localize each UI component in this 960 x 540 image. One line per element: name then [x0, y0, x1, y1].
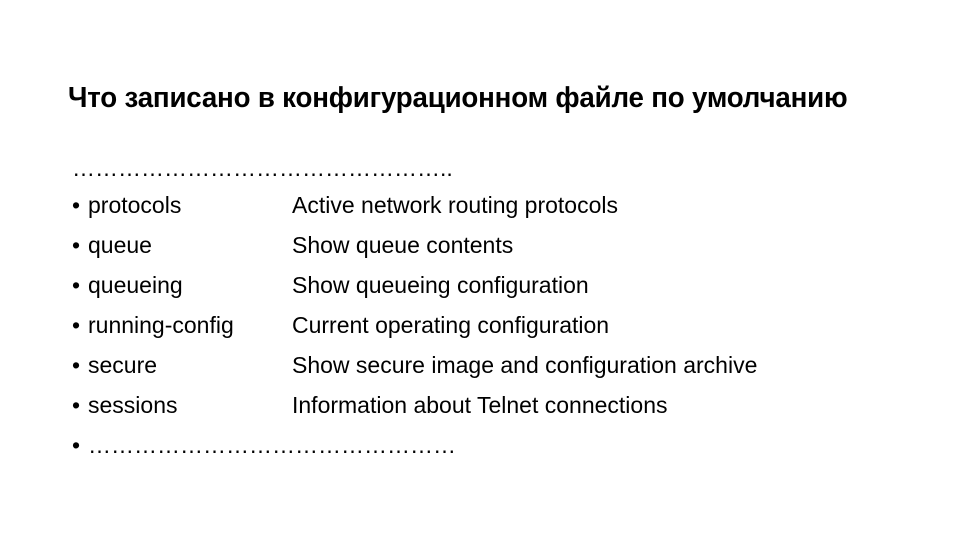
bullet-icon: • [72, 192, 81, 218]
command-description: Active network routing protocols [292, 192, 618, 218]
bullet-icon: • [72, 312, 81, 338]
list-item: • queue Show queue contents [72, 225, 932, 265]
command-name: running-config [88, 312, 234, 338]
bullet-icon: • [72, 432, 81, 458]
bullet-icon: • [72, 272, 81, 298]
command-name: protocols [88, 192, 182, 218]
command-name: sessions [88, 392, 178, 418]
page-title: Что записано в конфигурационном файле по… [68, 82, 848, 115]
command-name: queueing [88, 272, 183, 298]
list-item: • protocols Active network routing proto… [72, 185, 932, 225]
command-description: Show queue contents [292, 232, 514, 258]
bullet-icon: • [72, 232, 81, 258]
list-item: • sessions Information about Telnet conn… [72, 385, 932, 425]
command-description: Show queueing configuration [292, 272, 589, 298]
content-block: ………………………………………….. • protocols Active ne… [72, 152, 932, 465]
list-item: • running-config Current operating confi… [72, 305, 932, 345]
command-description: Current operating configuration [292, 312, 610, 338]
bullet-icon: • [72, 352, 81, 378]
leading-ellipsis-line: ………………………………………….. [72, 155, 453, 181]
list-item: • secure Show secure image and configura… [72, 345, 932, 385]
command-name: secure [88, 352, 158, 378]
bullet-icon: • [72, 392, 81, 418]
command-description: Show secure image and configuration arch… [292, 352, 758, 378]
trailing-ellipsis-line: ………………………………………… [88, 432, 456, 458]
list-item-continuation: • ………………………………………… [72, 425, 932, 465]
list-item: • queueing Show queueing configuration [72, 265, 932, 305]
command-description: Information about Telnet connections [292, 392, 668, 418]
command-name: queue [88, 232, 152, 258]
command-list: • protocols Active network routing proto… [72, 185, 932, 465]
